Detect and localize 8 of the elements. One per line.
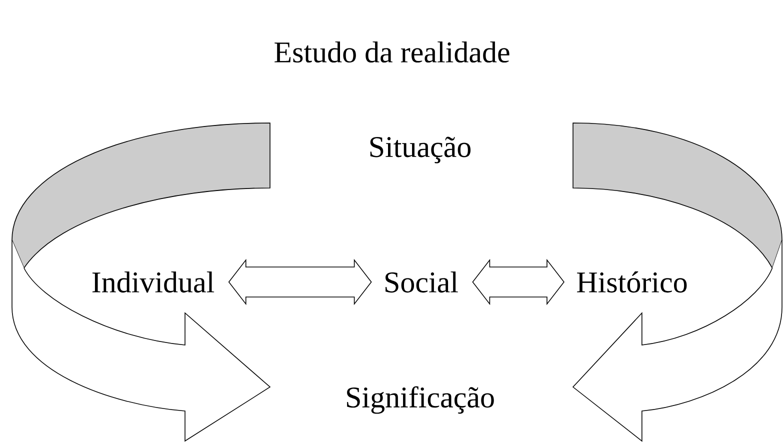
- node-label: Individual: [92, 271, 214, 293]
- node-label: Significação: [347, 386, 494, 414]
- double-arrow: [472, 258, 564, 306]
- node-label: Social: [386, 271, 458, 293]
- node-label: Situação: [370, 136, 471, 164]
- double-arrow: [228, 258, 372, 306]
- node-label: Histórico: [577, 271, 687, 293]
- title: Estudo da realidade: [274, 41, 510, 63]
